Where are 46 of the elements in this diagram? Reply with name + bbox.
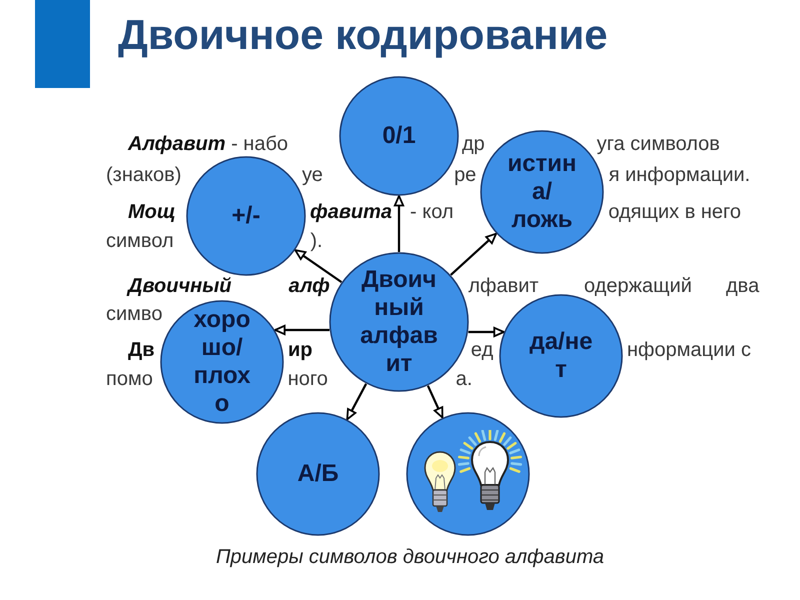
paragraph-text: Дв	[128, 339, 155, 361]
paragraph-text: уга символов	[596, 133, 720, 155]
paragraph-text: фавита	[310, 201, 392, 223]
paragraph-text: а.	[456, 368, 472, 390]
circle-node	[160, 300, 284, 424]
node-label: хорошо/плохо	[192, 306, 252, 418]
node-label: +/-	[232, 202, 260, 230]
paragraph-text: др	[462, 133, 485, 155]
paragraph-text: символ	[106, 230, 174, 252]
node-label: да/нет	[528, 328, 594, 384]
node-label: истина/ложь	[506, 150, 578, 234]
paragraph-text: одящих в него	[608, 201, 742, 223]
caption: Примеры символов двоичного алфавита	[216, 546, 604, 568]
slide-title: Двоичное кодирование	[118, 10, 608, 60]
paragraph-text: ре	[454, 164, 476, 186]
paragraph-text: ).	[310, 230, 323, 252]
arrow	[274, 324, 330, 336]
node-label: А/Б	[297, 460, 339, 488]
paragraph-text: Мощ	[128, 201, 176, 223]
circle-node	[256, 412, 380, 536]
paragraph-text: одержащий	[584, 275, 692, 297]
arrow	[394, 195, 404, 252]
paragraph-text: алф	[288, 275, 330, 297]
arrow	[450, 232, 497, 276]
arrow	[346, 383, 368, 420]
paragraph-text: помо	[106, 368, 153, 390]
paragraph-text: Алфавит - набо	[128, 133, 288, 155]
paragraph-text: я информации.	[608, 164, 750, 186]
paragraph-text: два	[726, 275, 760, 297]
arrow	[468, 326, 505, 338]
paragraph-text: ного	[288, 368, 328, 390]
picture-circle	[406, 412, 530, 536]
paragraph-text: нформации с	[627, 339, 751, 361]
paragraph-text: Двоичный	[128, 275, 232, 297]
paragraph-text: (знаков)	[106, 164, 182, 186]
arrow	[426, 385, 444, 418]
node-label: 0/1	[382, 122, 416, 150]
paragraph-text: симво	[106, 303, 162, 325]
paragraph-text: ед	[470, 339, 494, 361]
paragraph-text: - кол	[410, 201, 454, 223]
node-label: Двоичный алфавит	[359, 266, 439, 378]
paragraph-text: лфавит	[468, 275, 539, 297]
paragraph-text: ир	[288, 339, 312, 361]
circle-node	[329, 252, 469, 392]
paragraph-text: уе	[302, 164, 323, 186]
arrow	[294, 249, 342, 283]
